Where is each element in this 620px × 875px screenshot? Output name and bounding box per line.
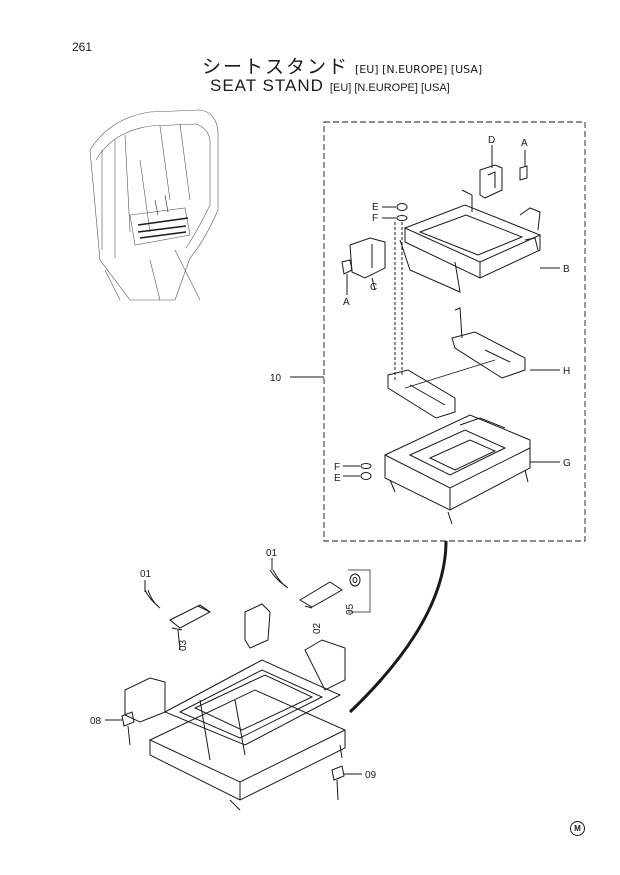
title-japanese-markets: [EU] [N.EUROPE] [USA]	[355, 63, 483, 76]
label-h: H	[563, 366, 570, 377]
label-d: D	[488, 135, 495, 146]
label-01-left: 01	[140, 569, 152, 580]
label-f-bottom: F	[334, 462, 340, 473]
connector-curve	[348, 540, 448, 714]
label-10: 10	[270, 373, 282, 384]
cab-illustration	[89, 109, 219, 301]
washer-05	[348, 569, 371, 613]
title-english-markets: [EU] [N.EUROPE] [USA]	[329, 82, 450, 94]
label-03: 03	[178, 639, 189, 651]
label-e-bottom: E	[334, 473, 341, 484]
bolt-a-left	[341, 259, 353, 295]
label-e-top: E	[372, 202, 379, 213]
nut-washer-bottom	[343, 463, 372, 480]
title-japanese: シートスタンド [EU] [N.EUROPE] [USA]	[202, 52, 482, 79]
label-05: 05	[345, 603, 356, 615]
page-number: 261	[72, 40, 93, 54]
corner-mark: M	[570, 821, 585, 836]
bolt-a-top	[519, 150, 528, 181]
bracket-d	[479, 145, 503, 199]
nut-washer-top	[382, 203, 408, 380]
base-plate-g	[384, 414, 560, 525]
pin-02	[299, 581, 343, 609]
label-02: 02	[312, 622, 323, 634]
label-b: B	[563, 264, 570, 275]
bolt-08	[105, 711, 135, 746]
pin-03	[169, 604, 211, 651]
slide-rail-h	[387, 307, 560, 419]
cotter-pins-01	[144, 558, 289, 609]
title-japanese-text: シートスタンド	[202, 56, 350, 78]
assembly-boundary	[323, 121, 586, 542]
label-a-top: A	[521, 138, 528, 149]
label-01-right: 01	[266, 548, 278, 559]
bolt-09	[331, 765, 362, 801]
label-g: G	[563, 458, 571, 469]
title-english-text: SEAT STAND	[210, 76, 324, 95]
title-english: SEAT STAND [EU] [N.EUROPE] [USA]	[210, 76, 450, 96]
label-c: C	[370, 282, 377, 293]
label-f-top: F	[372, 213, 378, 224]
seat-frame-b	[399, 189, 560, 293]
label-a-left: A	[343, 297, 350, 308]
bracket-c	[349, 237, 386, 291]
label-08: 08	[90, 716, 102, 727]
label-09: 09	[365, 770, 377, 781]
